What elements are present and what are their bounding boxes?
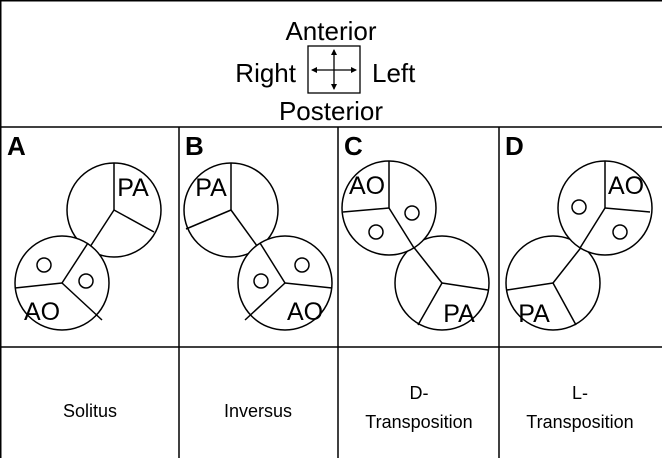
circle-icon	[368, 224, 384, 240]
panel-a-vessels: PA AO	[14, 162, 162, 331]
panel-c-vessels: PA AO	[341, 160, 490, 331]
anterior-label: Anterior	[285, 16, 376, 46]
left-label: Left	[372, 58, 416, 88]
four-way-arrow-icon	[307, 45, 361, 94]
aorta: AO	[557, 160, 653, 256]
caption-l-line1: L-	[572, 383, 588, 403]
caption-d-line1: D-	[410, 383, 429, 403]
aorta: AO	[341, 160, 437, 256]
circle-icon	[404, 205, 420, 221]
caption-l-line2: Transposition	[526, 412, 633, 432]
panel-letter-d: D	[505, 131, 524, 161]
ao-label: AO	[349, 172, 385, 200]
pulmonary-artery: PA	[394, 235, 490, 331]
circle-icon	[36, 257, 52, 273]
aorta: AO	[237, 235, 333, 331]
pa-label: PA	[195, 174, 227, 202]
pa-label: PA	[117, 174, 149, 202]
caption-solitus: Solitus	[63, 401, 117, 421]
orientation-key: Anterior Right Left Posterior	[235, 16, 416, 126]
caption-d-line2: Transposition	[365, 412, 472, 432]
ao-label: AO	[24, 298, 60, 326]
circle-icon	[78, 273, 94, 289]
pulmonary-artery: PA	[183, 162, 279, 258]
panel-letter-a: A	[7, 131, 26, 161]
aorta: AO	[14, 235, 110, 331]
ao-label: AO	[287, 298, 323, 326]
right-label: Right	[235, 58, 296, 88]
posterior-label: Posterior	[279, 96, 383, 126]
circle-icon	[571, 199, 587, 215]
panel-letter-b: B	[185, 131, 204, 161]
pa-label: PA	[443, 300, 475, 328]
circle-icon	[612, 224, 628, 240]
caption-inversus: Inversus	[224, 401, 292, 421]
circle-icon	[294, 257, 310, 273]
pulmonary-artery: PA	[66, 162, 162, 258]
panel-b-vessels: PA AO	[183, 162, 333, 331]
panel-d-vessels: PA AO	[505, 160, 653, 331]
pulmonary-artery: PA	[505, 235, 601, 331]
pa-label: PA	[518, 300, 550, 328]
panel-letter-c: C	[344, 131, 363, 161]
ao-label: AO	[608, 172, 644, 200]
circle-icon	[253, 273, 269, 289]
